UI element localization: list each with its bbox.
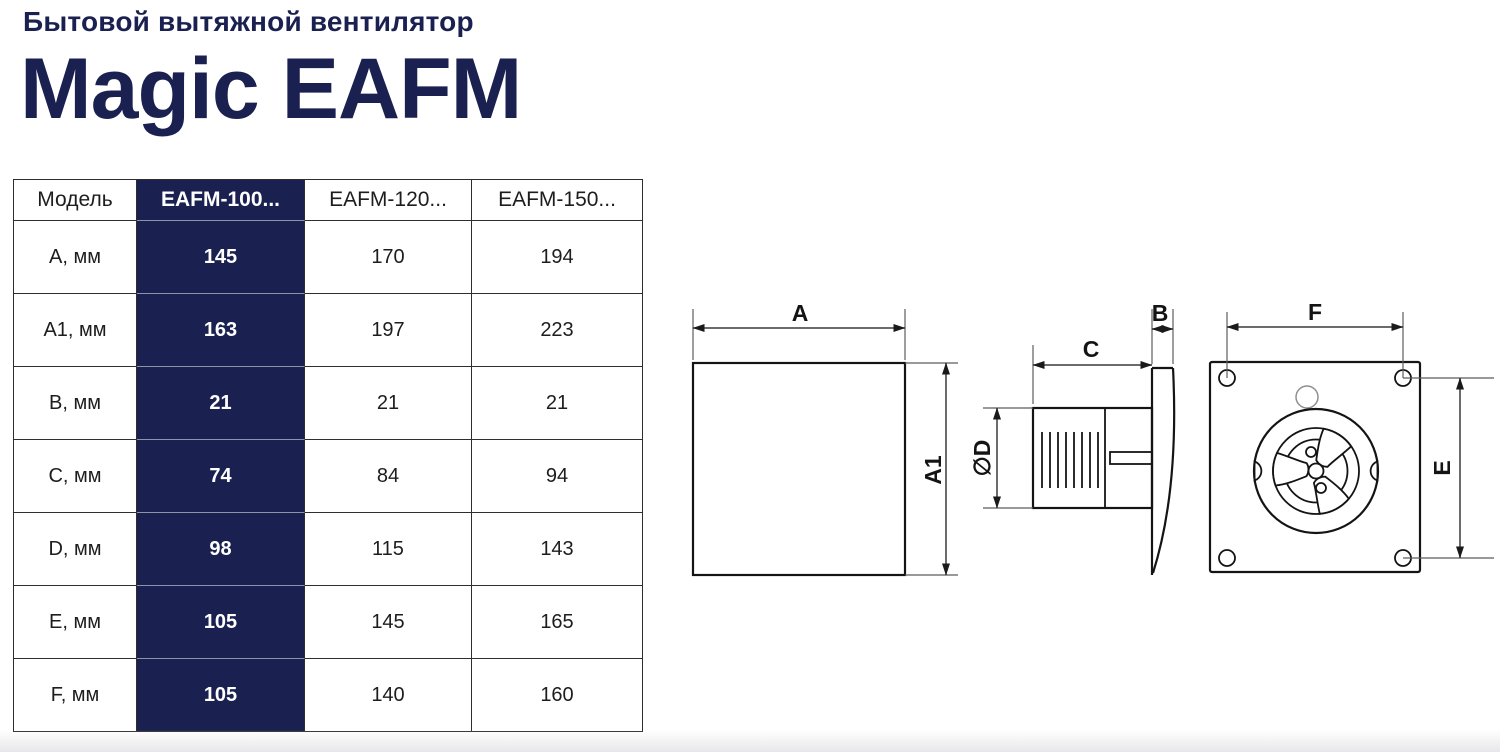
header-cell-eafm120: EAFM-120... [305, 180, 472, 221]
page-title: Magic EAFM [20, 41, 522, 137]
header-cell-eafm100: EAFM-100... [137, 180, 305, 221]
face-plate-profile [1150, 366, 1176, 575]
dimension-label-c: C [1083, 336, 1100, 362]
value-cell: 165 [472, 586, 643, 659]
row-label-cell: A, мм [14, 221, 137, 294]
bottom-page-fade [0, 730, 1500, 752]
cable-entry-hole [1295, 385, 1319, 409]
value-cell: 21 [472, 367, 643, 440]
header-cell-model: Модель [14, 180, 137, 221]
value-cell: 163 [137, 294, 305, 367]
back-view-drawing: F E [1208, 299, 1494, 574]
row-label-cell: D, мм [14, 513, 137, 586]
dimension-label-a: A [792, 300, 809, 326]
value-cell: 74 [137, 440, 305, 513]
spec-table: Модель EAFM-100... EAFM-120... EAFM-150.… [13, 179, 643, 732]
hub-screw-hole [1315, 482, 1327, 494]
value-cell: 145 [137, 221, 305, 294]
grille-hatch [1041, 432, 1099, 488]
value-cell: 143 [472, 513, 643, 586]
connector-tab [1109, 451, 1153, 465]
clip-notch-right [1369, 460, 1379, 482]
row-label-cell: F, мм [14, 659, 137, 732]
spec-table-head: Модель EAFM-100... EAFM-120... EAFM-150.… [14, 180, 643, 221]
value-cell: 140 [305, 659, 472, 732]
value-cell: 105 [137, 586, 305, 659]
value-cell: 115 [305, 513, 472, 586]
technical-drawings: A A1 [691, 299, 1494, 577]
clip-notch-left [1253, 460, 1263, 482]
value-cell: 223 [472, 294, 643, 367]
value-cell: 170 [305, 221, 472, 294]
row-label-cell: B, мм [14, 367, 137, 440]
side-view-drawing: C B ∅D [969, 300, 1176, 575]
header-cell-eafm150: EAFM-150... [472, 180, 643, 221]
value-cell: 84 [305, 440, 472, 513]
row-label-cell: A1, мм [14, 294, 137, 367]
table-header-row: Модель EAFM-100... EAFM-120... EAFM-150.… [14, 180, 643, 221]
mounting-hole [1218, 549, 1236, 567]
page-subtitle: Бытовой вытяжной вентилятор [23, 6, 474, 37]
dimension-label-d: ∅D [969, 440, 995, 477]
value-cell: 197 [305, 294, 472, 367]
front-panel-outline [691, 361, 907, 577]
row-label-cell: C, мм [14, 440, 137, 513]
page-header: Бытовой вытяжной вентилятор Magic EAFM [20, 6, 522, 137]
dimension-label-a1: A1 [920, 455, 946, 485]
dimension-label-f: F [1308, 299, 1322, 325]
hub-screw-hole [1305, 446, 1317, 458]
front-view-drawing: A A1 [691, 300, 958, 577]
value-cell: 160 [472, 659, 643, 732]
value-cell: 21 [305, 367, 472, 440]
value-cell: 145 [305, 586, 472, 659]
value-cell: 105 [137, 659, 305, 732]
value-cell: 194 [472, 221, 643, 294]
value-cell: 98 [137, 513, 305, 586]
row-label-cell: E, мм [14, 586, 137, 659]
dimension-label-e: E [1429, 460, 1455, 475]
mounting-plate [1208, 360, 1422, 574]
impeller-hub [1307, 462, 1325, 480]
dimension-label-b: B [1152, 300, 1169, 326]
value-cell: 21 [137, 367, 305, 440]
value-cell: 94 [472, 440, 643, 513]
